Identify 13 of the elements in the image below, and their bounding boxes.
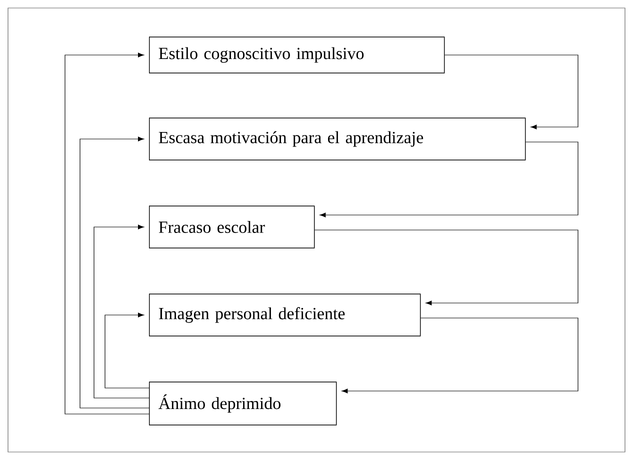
arrow (80, 136, 150, 408)
arrow (320, 142, 578, 218)
text-box: Imagen personal deficiente (149, 294, 421, 336)
arrow (64, 52, 150, 414)
text-box: Ánimo deprimido (149, 382, 337, 426)
arrow (444, 54, 578, 130)
arrow (314, 230, 578, 306)
text-box: Fracaso escolar (149, 206, 315, 248)
text-box: Estilo cognoscitivo impulsivo (149, 36, 445, 74)
arrow (342, 318, 578, 394)
text-box: Escasa motivación para el aprendizaje (149, 118, 526, 160)
arrow (104, 312, 150, 388)
arrow (94, 224, 150, 398)
